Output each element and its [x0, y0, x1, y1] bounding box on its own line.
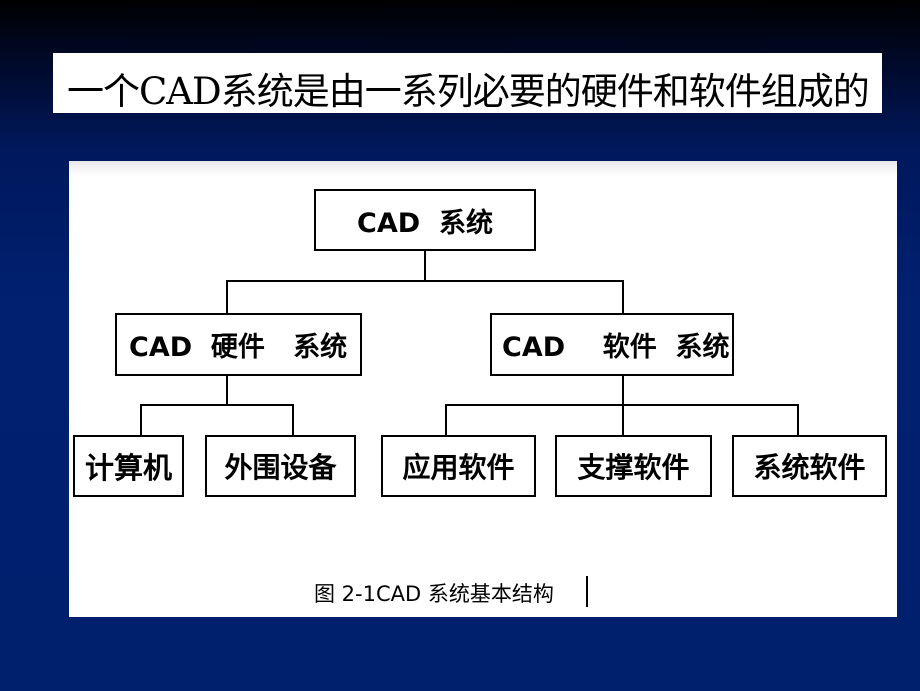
- connector-root-down: [424, 250, 426, 282]
- connector-to-application-sw: [445, 404, 447, 435]
- connector-to-system-sw: [797, 404, 799, 435]
- slide-title-bar: 一个CAD系统是由一系列必要的硬件和软件组成的: [53, 53, 882, 113]
- connector-to-software: [622, 280, 624, 313]
- connector-to-hardware: [226, 280, 228, 313]
- node-cad-system: CAD 系统: [314, 189, 536, 251]
- node-peripherals-label: 外围设备: [224, 451, 337, 484]
- node-cad-hardware: CAD 硬件 系统: [115, 313, 362, 376]
- node-application-software: 应用软件: [381, 435, 536, 497]
- node-cad-software: CAD 软件 系统: [490, 313, 734, 376]
- connector-level1-horizontal: [226, 280, 624, 282]
- figure-caption: 图 2-1CAD 系统基本结构: [314, 582, 554, 606]
- cad-structure-diagram: CAD 系统 CAD 硬件 系统 CAD 软件 系统 计算机 外围设备 应用软件…: [69, 161, 897, 617]
- connector-to-peripherals: [292, 404, 294, 436]
- connector-hardware-down: [226, 375, 228, 406]
- node-peripherals: 外围设备: [205, 435, 356, 497]
- node-computer: 计算机: [73, 435, 184, 497]
- slide-title: 一个CAD系统是由一系列必要的硬件和软件组成的: [67, 70, 870, 113]
- connector-software-down: [622, 375, 624, 406]
- node-support-software: 支撑软件: [555, 435, 712, 497]
- node-system-software-label: 系统软件: [753, 451, 866, 484]
- connector-hardware-horizontal: [140, 404, 294, 406]
- node-cad-system-label: CAD 系统: [357, 207, 493, 239]
- node-application-software-label: 应用软件: [402, 451, 515, 484]
- text-cursor: [586, 576, 588, 607]
- node-cad-software-label: CAD 软件 系统: [502, 332, 730, 363]
- node-system-software: 系统软件: [732, 435, 887, 497]
- node-support-software-label: 支撑软件: [577, 451, 690, 484]
- connector-to-support-sw: [622, 404, 624, 435]
- node-computer-label: 计算机: [84, 451, 172, 485]
- connector-to-computer: [140, 404, 142, 435]
- node-cad-hardware-label: CAD 硬件 系统: [129, 332, 348, 363]
